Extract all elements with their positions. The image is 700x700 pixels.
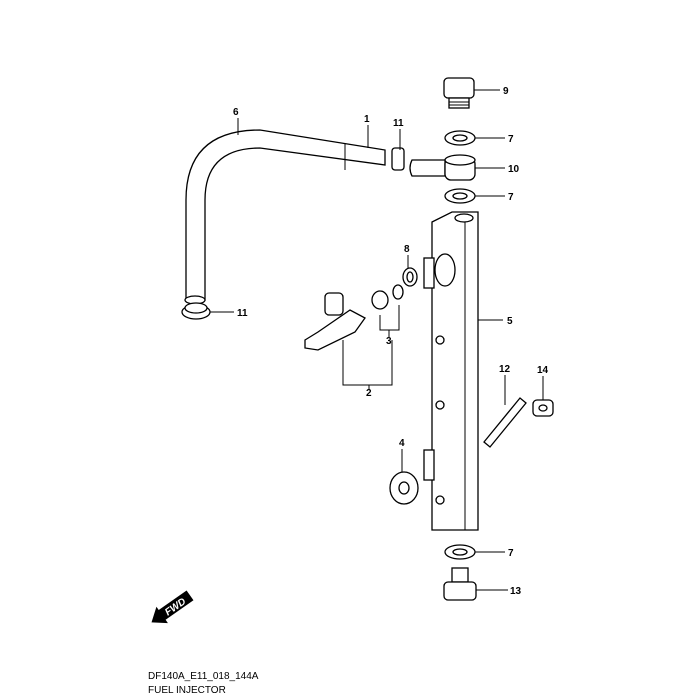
- callout-9: 9: [503, 86, 509, 97]
- callout-1: 1: [364, 114, 370, 125]
- injector-part-2: [304, 284, 404, 351]
- leader-lines: [210, 89, 544, 591]
- fuel-rail-part-5: [423, 211, 479, 531]
- clip-part-11-bottom: [181, 302, 211, 320]
- callout-12: 12: [499, 364, 511, 375]
- callout-11: 11: [237, 308, 248, 319]
- diagram-code: DF140A_E11_018_144A: [148, 671, 259, 682]
- diagram-title: FUEL INJECTOR: [148, 685, 226, 696]
- callout-11: 11: [393, 118, 404, 129]
- callout-5: 5: [507, 316, 513, 327]
- callout-14: 14: [537, 365, 549, 376]
- banjo-fitting-part-10: [409, 154, 476, 181]
- stud-part-12: [483, 397, 527, 448]
- callout-7: 7: [508, 134, 514, 145]
- callout-13: 13: [510, 586, 522, 597]
- callout-2: 2: [366, 388, 372, 399]
- fuel-hose-part-6: [184, 129, 386, 305]
- forward-arrow-icon: FWD: [151, 590, 194, 624]
- bolt-part-9: [443, 77, 475, 109]
- callout-4: 4: [399, 438, 405, 449]
- clip-part-11-top: [391, 147, 405, 171]
- nut-part-14: [532, 399, 554, 417]
- callout-10: 10: [508, 164, 520, 175]
- bracket-2: [342, 340, 393, 386]
- o-ring-part-8: [402, 267, 418, 287]
- callout-7: 7: [508, 192, 514, 203]
- grommet-part-4: [389, 471, 419, 505]
- plug-bolt-part-13: [443, 567, 477, 601]
- callout-6: 6: [233, 107, 239, 118]
- callout-7: 7: [508, 548, 514, 559]
- callout-3: 3: [386, 336, 392, 347]
- callout-8: 8: [404, 244, 410, 255]
